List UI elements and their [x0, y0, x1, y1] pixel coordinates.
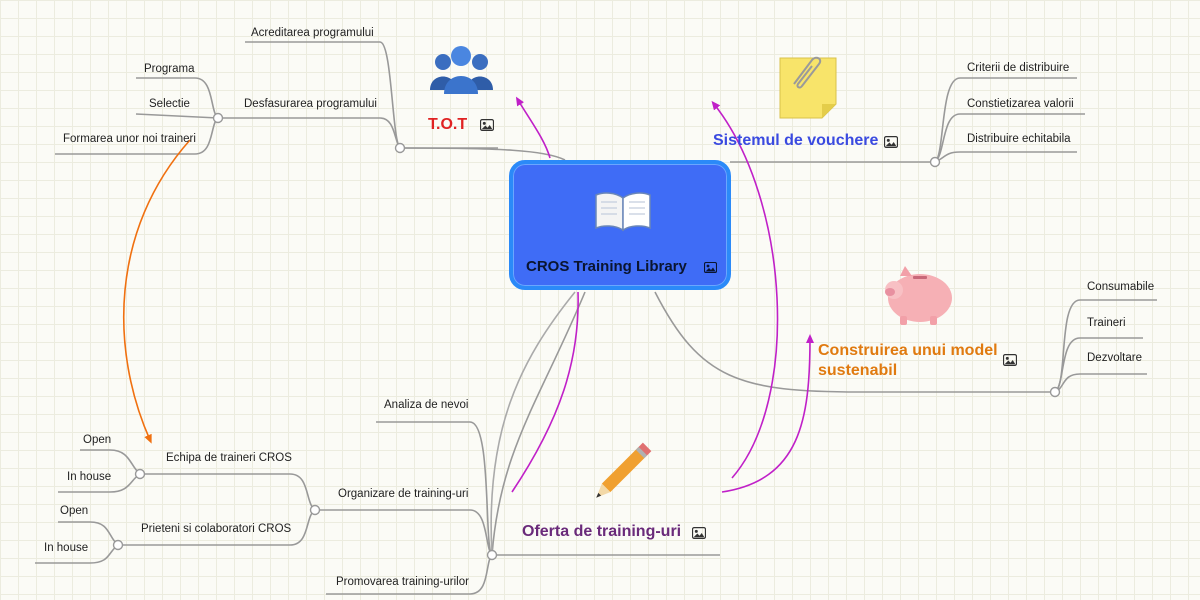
node-acreditare[interactable]: Acreditarea programului: [251, 27, 374, 39]
topic-sustenabil-line1: Construirea unui model: [818, 342, 998, 359]
topic-vouchere[interactable]: Sistemul de vouchere: [713, 132, 879, 149]
branch-knots: [112, 112, 1061, 561]
node-criterii[interactable]: Criterii de distribuire: [967, 62, 1070, 74]
piggy-bank-icon: [885, 266, 952, 325]
pencil-icon: [596, 442, 652, 498]
node-echipa-inhouse[interactable]: In house: [67, 471, 112, 483]
relationship-arrows: [122, 96, 814, 493]
node-organizare[interactable]: Organizare de training-uri: [338, 488, 469, 500]
image-icon[interactable]: [1003, 354, 1017, 366]
node-prieteni[interactable]: Prieteni si colaboratori CROS: [141, 523, 292, 535]
node-formare[interactable]: Formarea unor noi traineri: [63, 133, 196, 145]
image-icon[interactable]: [884, 136, 898, 148]
image-icon[interactable]: [480, 119, 494, 131]
central-topic-title: CROS Training Library: [526, 258, 687, 275]
image-icon[interactable]: [692, 527, 706, 539]
node-prieteni-inhouse[interactable]: In house: [44, 542, 89, 554]
image-icon[interactable]: [704, 262, 717, 273]
node-distribuire[interactable]: Distribuire echitabila: [967, 133, 1071, 145]
node-prieteni-open[interactable]: Open: [60, 505, 89, 517]
topic-tot[interactable]: T.O.T: [428, 116, 468, 133]
node-selectie[interactable]: Selectie: [149, 98, 190, 110]
topic-sustenabil[interactable]: Construirea unui model sustenabil: [818, 341, 998, 381]
node-traineri[interactable]: Traineri: [1087, 317, 1126, 329]
topic-sustenabil-line2: sustenabil: [818, 362, 898, 379]
users-group-icon: [430, 46, 493, 94]
node-echipa-open[interactable]: Open: [83, 434, 112, 446]
node-echipa[interactable]: Echipa de traineri CROS: [166, 452, 292, 464]
node-programa[interactable]: Programa: [144, 63, 195, 75]
branch-lines: [35, 41, 1157, 595]
node-dezvoltare[interactable]: Dezvoltare: [1087, 352, 1142, 364]
open-book-icon: [595, 192, 651, 232]
node-analiza[interactable]: Analiza de nevoi: [384, 399, 469, 411]
topic-oferta[interactable]: Oferta de training-uri: [522, 523, 682, 540]
sticky-note-paperclip-icon: [779, 56, 837, 119]
node-consumabile[interactable]: Consumabile: [1087, 281, 1155, 293]
node-promovare[interactable]: Promovarea training-urilor: [336, 576, 469, 588]
node-constietizare[interactable]: Constietizarea valorii: [967, 98, 1074, 110]
node-desfasurare[interactable]: Desfasurarea programului: [244, 98, 377, 110]
central-topic[interactable]: CROS Training Library: [509, 160, 731, 290]
